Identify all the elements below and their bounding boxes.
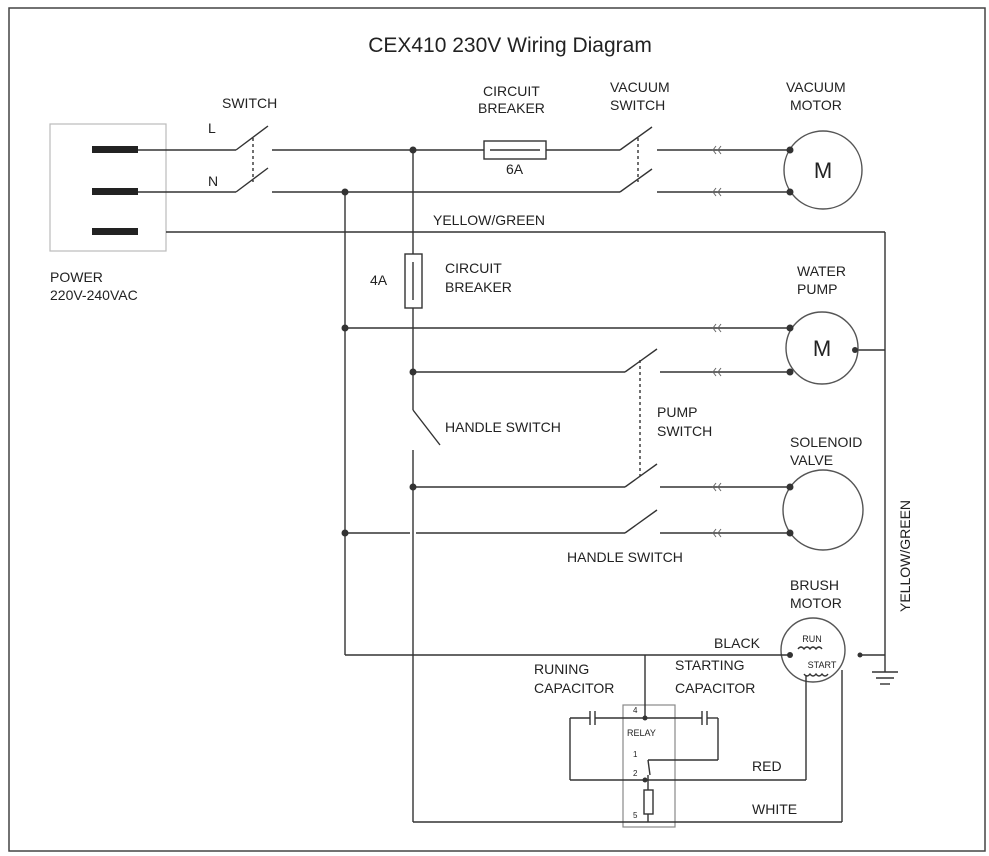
vacuum-circuit [413,126,790,193]
capacitor-wiring [413,655,843,823]
power-label: POWER [50,269,103,285]
vacuum-switch-label-1: VACUUM [610,79,670,95]
start-winding-label: START [808,660,837,670]
black-wire-label: BLACK [714,635,761,651]
brush-motor-label-2: MOTOR [790,595,842,611]
main-switch [138,125,413,193]
pump-switch-label-2: SWITCH [657,423,712,439]
solenoid-valve [782,469,864,551]
power-voltage-label: 220V-240VAC [50,287,138,303]
red-wire-label: RED [752,758,782,774]
water-pump-label-2: PUMP [797,281,837,297]
water-pump-label-1: WATER [797,263,846,279]
vacuum-switch-label-2: SWITCH [610,97,665,113]
cb-top-label-2: BREAKER [478,100,545,116]
main-switch-label: SWITCH [222,95,277,111]
vacuum-motor-symbol: M [814,158,832,183]
relay-pin-5: 5 [633,811,638,820]
handle-switch-2-label: HANDLE SWITCH [567,549,683,565]
line-l-label: L [208,120,216,136]
water-pump-motor [785,311,859,385]
white-wire-label: WHITE [752,801,797,817]
cb-mid-label-2: BREAKER [445,279,512,295]
water-pump-symbol: M [813,336,831,361]
run-winding-label: RUN [802,634,822,644]
cb-top-rating: 6A [506,161,524,177]
ground-symbol [872,655,898,685]
line-n-label: N [208,173,218,189]
relay-label: RELAY [627,728,656,738]
cb-mid-rating: 4A [370,272,388,288]
solenoid-label-2: VALVE [790,452,833,468]
yellow-green-label: YELLOW/GREEN [433,212,545,228]
vacuum-motor-label-2: MOTOR [790,97,842,113]
starting-cap-label-1: STARTING [675,657,745,673]
running-cap-label-1: RUNING [534,661,589,677]
relay-pin-4: 4 [633,706,638,715]
connector-marks [712,145,722,538]
cb-top-label-1: CIRCUIT [483,83,540,99]
brush-motor [780,617,846,683]
yellow-green-vertical-label: YELLOW/GREEN [897,500,913,612]
vacuum-motor [783,130,863,210]
handle-switch-label: HANDLE SWITCH [445,419,561,435]
starting-cap-label-2: CAPACITOR [675,680,755,696]
relay-pin-2: 2 [633,769,638,778]
cb-mid-label-1: CIRCUIT [445,260,502,276]
vacuum-motor-label-1: VACUUM [786,79,846,95]
solenoid-label-1: SOLENOID [790,434,862,450]
diagram-frame [8,7,986,852]
diagram-title: CEX410 230V Wiring Diagram [368,34,652,57]
power-outlet [49,123,167,252]
pump-switch-label-1: PUMP [657,404,697,420]
relay-pin-1: 1 [633,750,638,759]
brush-motor-label-1: BRUSH [790,577,839,593]
running-cap-label-2: CAPACITOR [534,680,614,696]
relay-box [622,704,676,828]
